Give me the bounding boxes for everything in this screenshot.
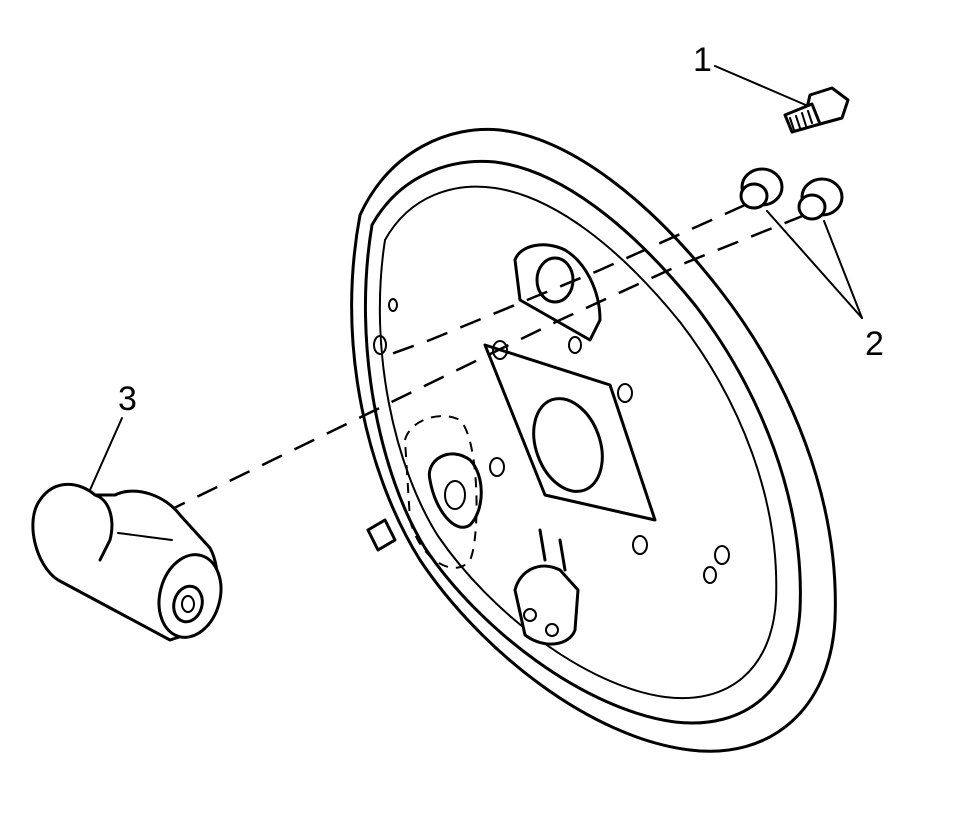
backing-plate bbox=[350, 127, 837, 753]
nuts-part bbox=[739, 167, 844, 221]
wheel-cylinder-part bbox=[31, 482, 223, 642]
bolt-callout-label: 1 bbox=[693, 41, 712, 79]
bolt-part bbox=[783, 86, 850, 134]
cylinder-callout-label: 3 bbox=[118, 380, 137, 418]
assembly-guide-lines bbox=[169, 203, 806, 512]
nuts-callout-label: 2 bbox=[865, 325, 884, 363]
leader-lines bbox=[89, 65, 863, 491]
